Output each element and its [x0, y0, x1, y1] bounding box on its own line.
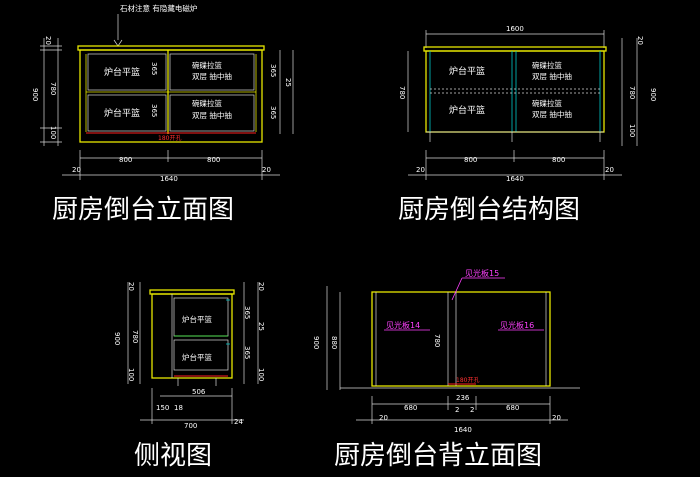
- back-dim-20a: 20: [379, 414, 388, 422]
- back-dim-680b: 680: [506, 404, 519, 412]
- front-elevation: 石材注意 有隐藏电磁炉 180开孔 炉台平篮 炉台平篮 碗碟拉篮 双层 抽中抽 …: [31, 3, 294, 225]
- back-dim-2a: 2: [455, 406, 459, 414]
- struct-dim-left-780: 780: [398, 86, 406, 99]
- back-dim-880: 880: [330, 336, 338, 349]
- back-dim-236: 236: [456, 394, 470, 402]
- side-dim-right-25: 25: [257, 322, 265, 331]
- front-dim-800b: 800: [207, 156, 220, 164]
- back-elevation: 180开孔 见光板15 见光板14 见光板16 900 880 780 680 …: [312, 268, 580, 471]
- front-dim-20b: 20: [262, 166, 271, 174]
- note-arrow-icon: [113, 39, 123, 47]
- front-dim-900: 900: [31, 88, 39, 101]
- side-dim-506: 506: [192, 388, 206, 396]
- side-label-top: 炉台平篮: [182, 314, 212, 324]
- front-note: 石材注意 有隐藏电磁炉: [120, 3, 197, 13]
- side-dim-24: 24: [234, 418, 243, 426]
- struct-dim-20a: 20: [416, 166, 425, 174]
- struct-dim-right-100: 100: [628, 124, 636, 137]
- struct-dim-right-780: 780: [628, 86, 636, 99]
- back-dim-2b: 2: [470, 406, 474, 414]
- side-dim-18: 18: [174, 404, 183, 412]
- struct-label-tl: 炉台平篮: [449, 65, 485, 77]
- front-dim-right-25: 25: [284, 78, 292, 87]
- back-dim-680a: 680: [404, 404, 417, 412]
- side-dim-700: 700: [184, 422, 197, 430]
- front-dim-top-20: 20: [44, 36, 52, 45]
- front-dim-right-365a: 365: [269, 64, 277, 77]
- front-dim-20a: 20: [72, 166, 81, 174]
- back-body: [371, 291, 551, 387]
- side-dim-right-20: 20: [257, 282, 265, 291]
- struct-label-tr2: 双层 抽中抽: [532, 71, 572, 81]
- side-dim-right-365a: 365: [243, 306, 251, 319]
- side-label-bottom: 炉台平篮: [182, 352, 212, 362]
- title-side: 侧视图: [134, 441, 212, 471]
- back-dim-780: 780: [433, 334, 441, 347]
- title-front: 厨房倒台立面图: [52, 195, 234, 225]
- struct-dim-800b: 800: [552, 156, 565, 164]
- struct-label-tr1: 碗碟拉篮: [532, 60, 562, 70]
- side-dim-left-100: 100: [127, 368, 135, 381]
- title-back: 厨房倒台背立面图: [334, 441, 542, 471]
- struct-dim-1600: 1600: [506, 25, 524, 33]
- struct-dim-1640: 1640: [506, 175, 524, 183]
- side-body: [151, 293, 233, 379]
- side-dim-right-100: 100: [257, 368, 265, 381]
- title-structure: 厨房倒台结构图: [398, 195, 580, 225]
- front-cabinet-body: [79, 49, 263, 143]
- side-view: 炉台平篮 炉台平篮 20 900 780 100 20 365 25 365 1…: [113, 282, 265, 471]
- struct-dim-right-20: 20: [636, 36, 644, 45]
- front-label-br2: 双层 抽中抽: [192, 110, 232, 120]
- front-dim-right-365b: 365: [269, 106, 277, 119]
- struct-label-br2: 双层 抽中抽: [532, 109, 572, 119]
- side-dim-right-365b: 365: [243, 346, 251, 359]
- struct-label-br1: 碗碟拉篮: [532, 98, 562, 108]
- front-dim-1640: 1640: [160, 175, 178, 183]
- structure-drawing: 1600 炉台平篮 炉台平篮 碗碟拉篮 双层 抽中抽 碗碟拉篮 双层 抽中抽 7…: [398, 25, 657, 225]
- side-dim-left-20: 20: [127, 282, 135, 291]
- front-red-label: 180开孔: [158, 134, 181, 142]
- back-dim-900: 900: [312, 336, 320, 349]
- struct-label-bl: 炉台平篮: [449, 104, 485, 116]
- back-label-right: 见光板16: [500, 320, 534, 330]
- side-dim-left-900: 900: [113, 332, 121, 345]
- front-label-tl: 炉台平篮: [104, 66, 140, 78]
- side-dim-150: 150: [156, 404, 169, 412]
- front-dim-800a: 800: [119, 156, 132, 164]
- front-dim-inner-365b: 365: [150, 104, 158, 117]
- side-dim-left-780: 780: [131, 330, 139, 343]
- front-label-br1: 碗碟拉篮: [192, 98, 222, 108]
- back-label-top: 见光板15: [465, 268, 499, 278]
- struct-body: [425, 50, 605, 133]
- front-label-tr2: 双层 抽中抽: [192, 71, 232, 81]
- struct-dim-800a: 800: [464, 156, 477, 164]
- back-dim-20b: 20: [552, 414, 561, 422]
- back-label-left: 见光板14: [386, 320, 420, 330]
- struct-dim-right-900: 900: [649, 88, 657, 101]
- front-dim-780: 780: [49, 82, 57, 95]
- front-label-tr1: 碗碟拉篮: [192, 60, 222, 70]
- back-red-label: 180开孔: [456, 376, 479, 384]
- front-label-bl: 炉台平篮: [104, 107, 140, 119]
- back-dim-1640: 1640: [454, 426, 472, 434]
- struct-dim-20b: 20: [605, 166, 614, 174]
- front-dim-100: 100: [49, 126, 57, 139]
- front-dim-inner-365a: 365: [150, 62, 158, 75]
